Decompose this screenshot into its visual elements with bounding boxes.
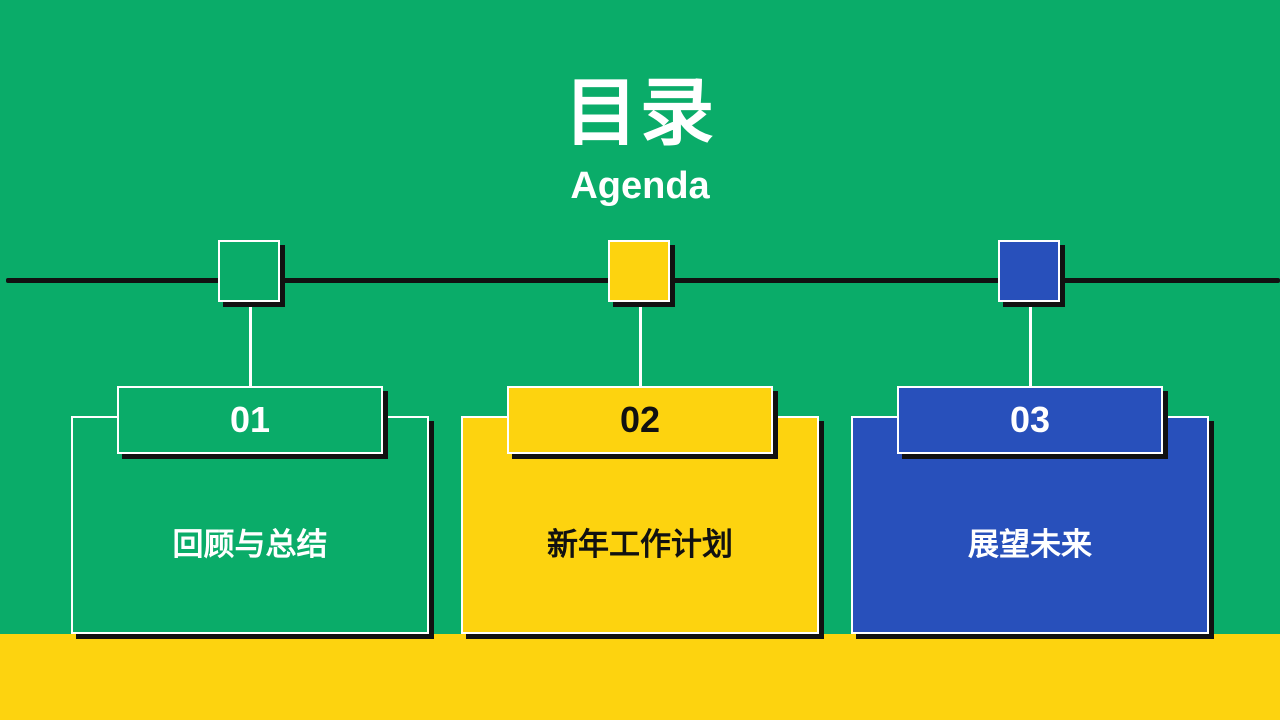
agenda-number-2: 02 (507, 386, 773, 454)
agenda-label-2: 新年工作计划 (547, 527, 733, 563)
agenda-label-1: 回顾与总结 (172, 527, 328, 563)
connector-1 (249, 302, 252, 388)
timeline-node-3 (998, 240, 1060, 302)
agenda-number-1: 01 (117, 386, 383, 454)
agenda-number-3: 03 (897, 386, 1163, 454)
page-title: 目录 (564, 70, 716, 156)
page-subtitle: Agenda (570, 165, 710, 207)
timeline-node-2 (608, 240, 670, 302)
connector-2 (639, 302, 642, 388)
agenda-label-3: 展望未来 (968, 527, 1092, 563)
bottom-band (0, 634, 1280, 720)
connector-3 (1029, 302, 1032, 388)
timeline-node-1 (218, 240, 280, 302)
